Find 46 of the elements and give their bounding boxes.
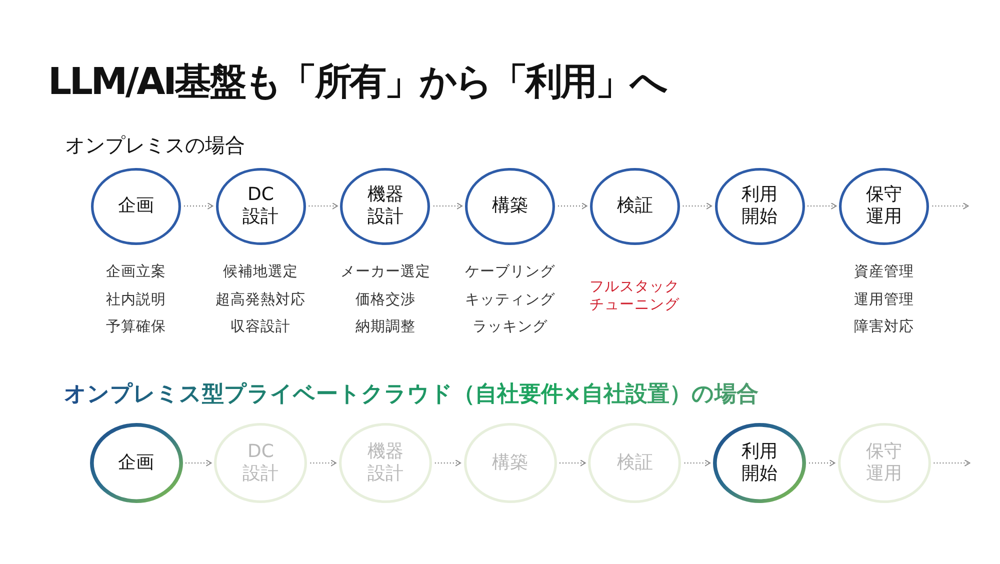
step-circle: 構築 [464,423,556,503]
task-label: 超高発熱対応 [216,290,306,308]
step-circle: 企画 [91,168,181,244]
task-label: 予算確保 [106,318,166,336]
task-label: 価格交渉 [355,290,416,308]
step-circle: 企画 [90,423,182,503]
step-circle: 利用開始 [714,168,804,244]
arrow [809,460,836,466]
step-circle: 機器設計 [340,168,430,244]
task-label: 障害対応 [854,318,914,336]
arrow [560,460,586,466]
arrow [310,460,336,466]
task-label: 候補地選定 [223,263,298,281]
step-circle: DC設計 [216,168,306,244]
arrow [433,202,462,210]
step-circle: 構築 [465,168,555,244]
arrow [934,460,970,466]
step-circle: 機器設計 [338,423,432,503]
step-circle: 保守運用 [838,423,931,503]
task-label: 資産管理 [854,263,914,281]
title: LLM/AI基盤も「所有」から「利用」へ [48,59,666,105]
arrow [558,202,588,210]
arrow [186,460,212,466]
task-label: キッティング [465,290,555,308]
task-label: フルスタックチューニング [589,278,680,314]
arrow [682,202,712,210]
task-label: 収容設計 [230,318,291,336]
task-label: 運用管理 [854,290,914,308]
arrow [434,460,461,466]
step-circle: 検証 [590,168,680,244]
step-circle: 保守運用 [839,168,930,244]
section-heading: オンプレミスの場合 [65,133,245,158]
task-label: ラッキング [472,318,548,336]
task-label: ケーブリング [465,263,555,281]
arrow [684,460,710,466]
step-circle: 利用開始 [713,423,806,503]
task-label: 社内説明 [106,290,166,308]
step-circle: 検証 [588,423,682,503]
step-circle: DC設計 [214,423,308,503]
arrow [808,202,837,210]
arrow [184,202,214,210]
arrow [308,202,338,210]
task-label: メーカー選定 [340,263,430,281]
task-label: 企画立案 [106,263,166,281]
arrow [932,202,969,210]
task-label: 納期調整 [355,318,416,336]
